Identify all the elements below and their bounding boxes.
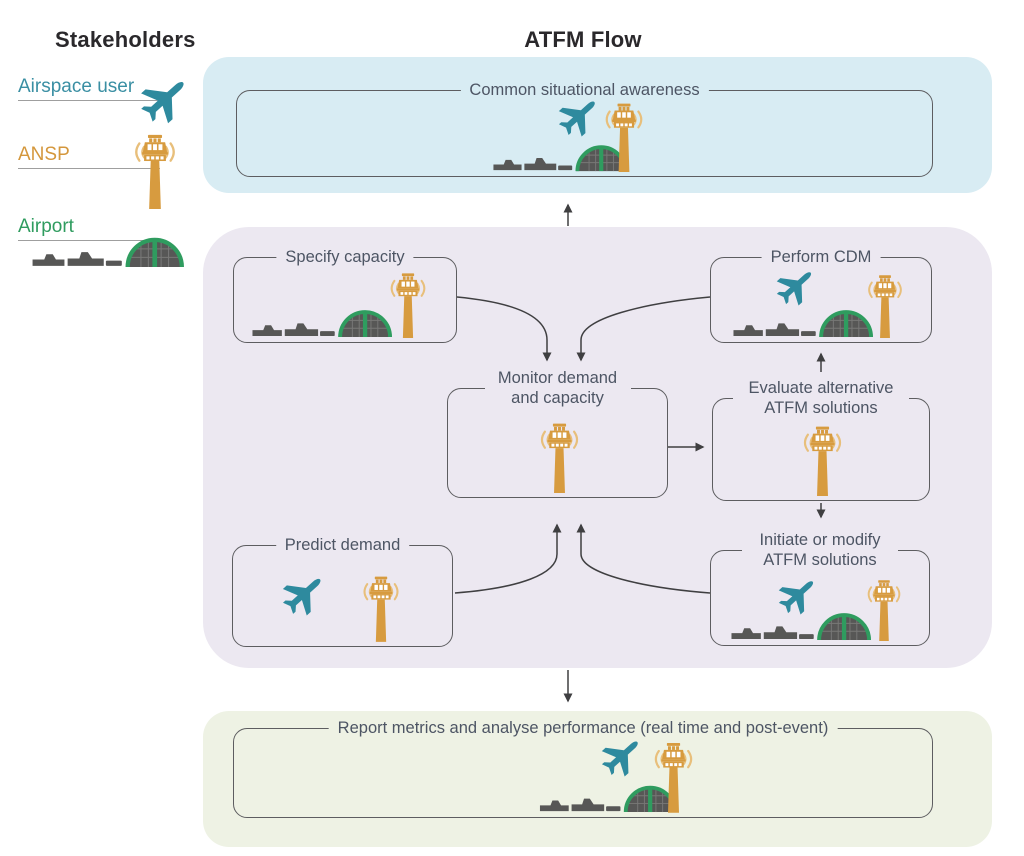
- tower-icon: [536, 420, 583, 498]
- tower-icon: [863, 272, 907, 343]
- atfm-flow-heading: ATFM Flow: [524, 27, 642, 52]
- node-monitor-demand-and-capacity: Monitor demand and capacity: [447, 368, 668, 498]
- airplane-icon: [129, 62, 206, 139]
- stakeholders-heading: Stakeholders: [55, 27, 196, 52]
- node-common-situational-awareness: Common situational awareness: [236, 80, 933, 177]
- node-report-metrics: Report metrics and analyse performance (…: [233, 718, 933, 818]
- node-specify-capacity: Specify capacity: [233, 247, 457, 343]
- node-title: Perform CDM: [761, 247, 881, 268]
- legend-item-airspace-user: Airspace user: [18, 76, 160, 101]
- airport-icon: [727, 594, 875, 646]
- node-evaluate-alternative-atfm-solutions: Evaluate alternative ATFM solutions: [712, 378, 930, 501]
- airport-icon: [248, 291, 396, 343]
- tower-icon: [650, 739, 697, 818]
- tower-icon: [863, 577, 905, 646]
- node-title: Initiate or modify ATFM solutions: [742, 530, 898, 571]
- node-title: Predict demand: [275, 535, 410, 556]
- node-title: Evaluate alternative ATFM solutions: [733, 378, 909, 419]
- airport-icon: [729, 291, 877, 343]
- legend-item-ansp: ANSP: [18, 144, 160, 169]
- tower-icon: [386, 270, 430, 343]
- node-title: Specify capacity: [276, 247, 414, 268]
- legend-item-airport: Airport: [18, 216, 160, 241]
- node-initiate-or-modify-atfm-solutions: Initiate or modify ATFM solutions: [710, 530, 930, 646]
- node-title: Common situational awareness: [460, 80, 709, 101]
- node-predict-demand: Predict demand: [232, 535, 453, 647]
- node-perform-cdm: Perform CDM: [710, 247, 932, 343]
- legend-label: Airspace user: [18, 76, 135, 97]
- node-title: Report metrics and analyse performance (…: [328, 718, 838, 739]
- tower-icon: [359, 573, 403, 647]
- legend-label: ANSP: [18, 144, 70, 165]
- node-title: Monitor demand and capacity: [484, 368, 631, 409]
- tower-icon: [799, 423, 846, 501]
- tower-icon: [130, 131, 180, 214]
- airport-icon: [28, 217, 188, 273]
- airplane-icon: [272, 561, 340, 630]
- legend-label: Airport: [18, 216, 74, 237]
- tower-icon: [601, 100, 647, 177]
